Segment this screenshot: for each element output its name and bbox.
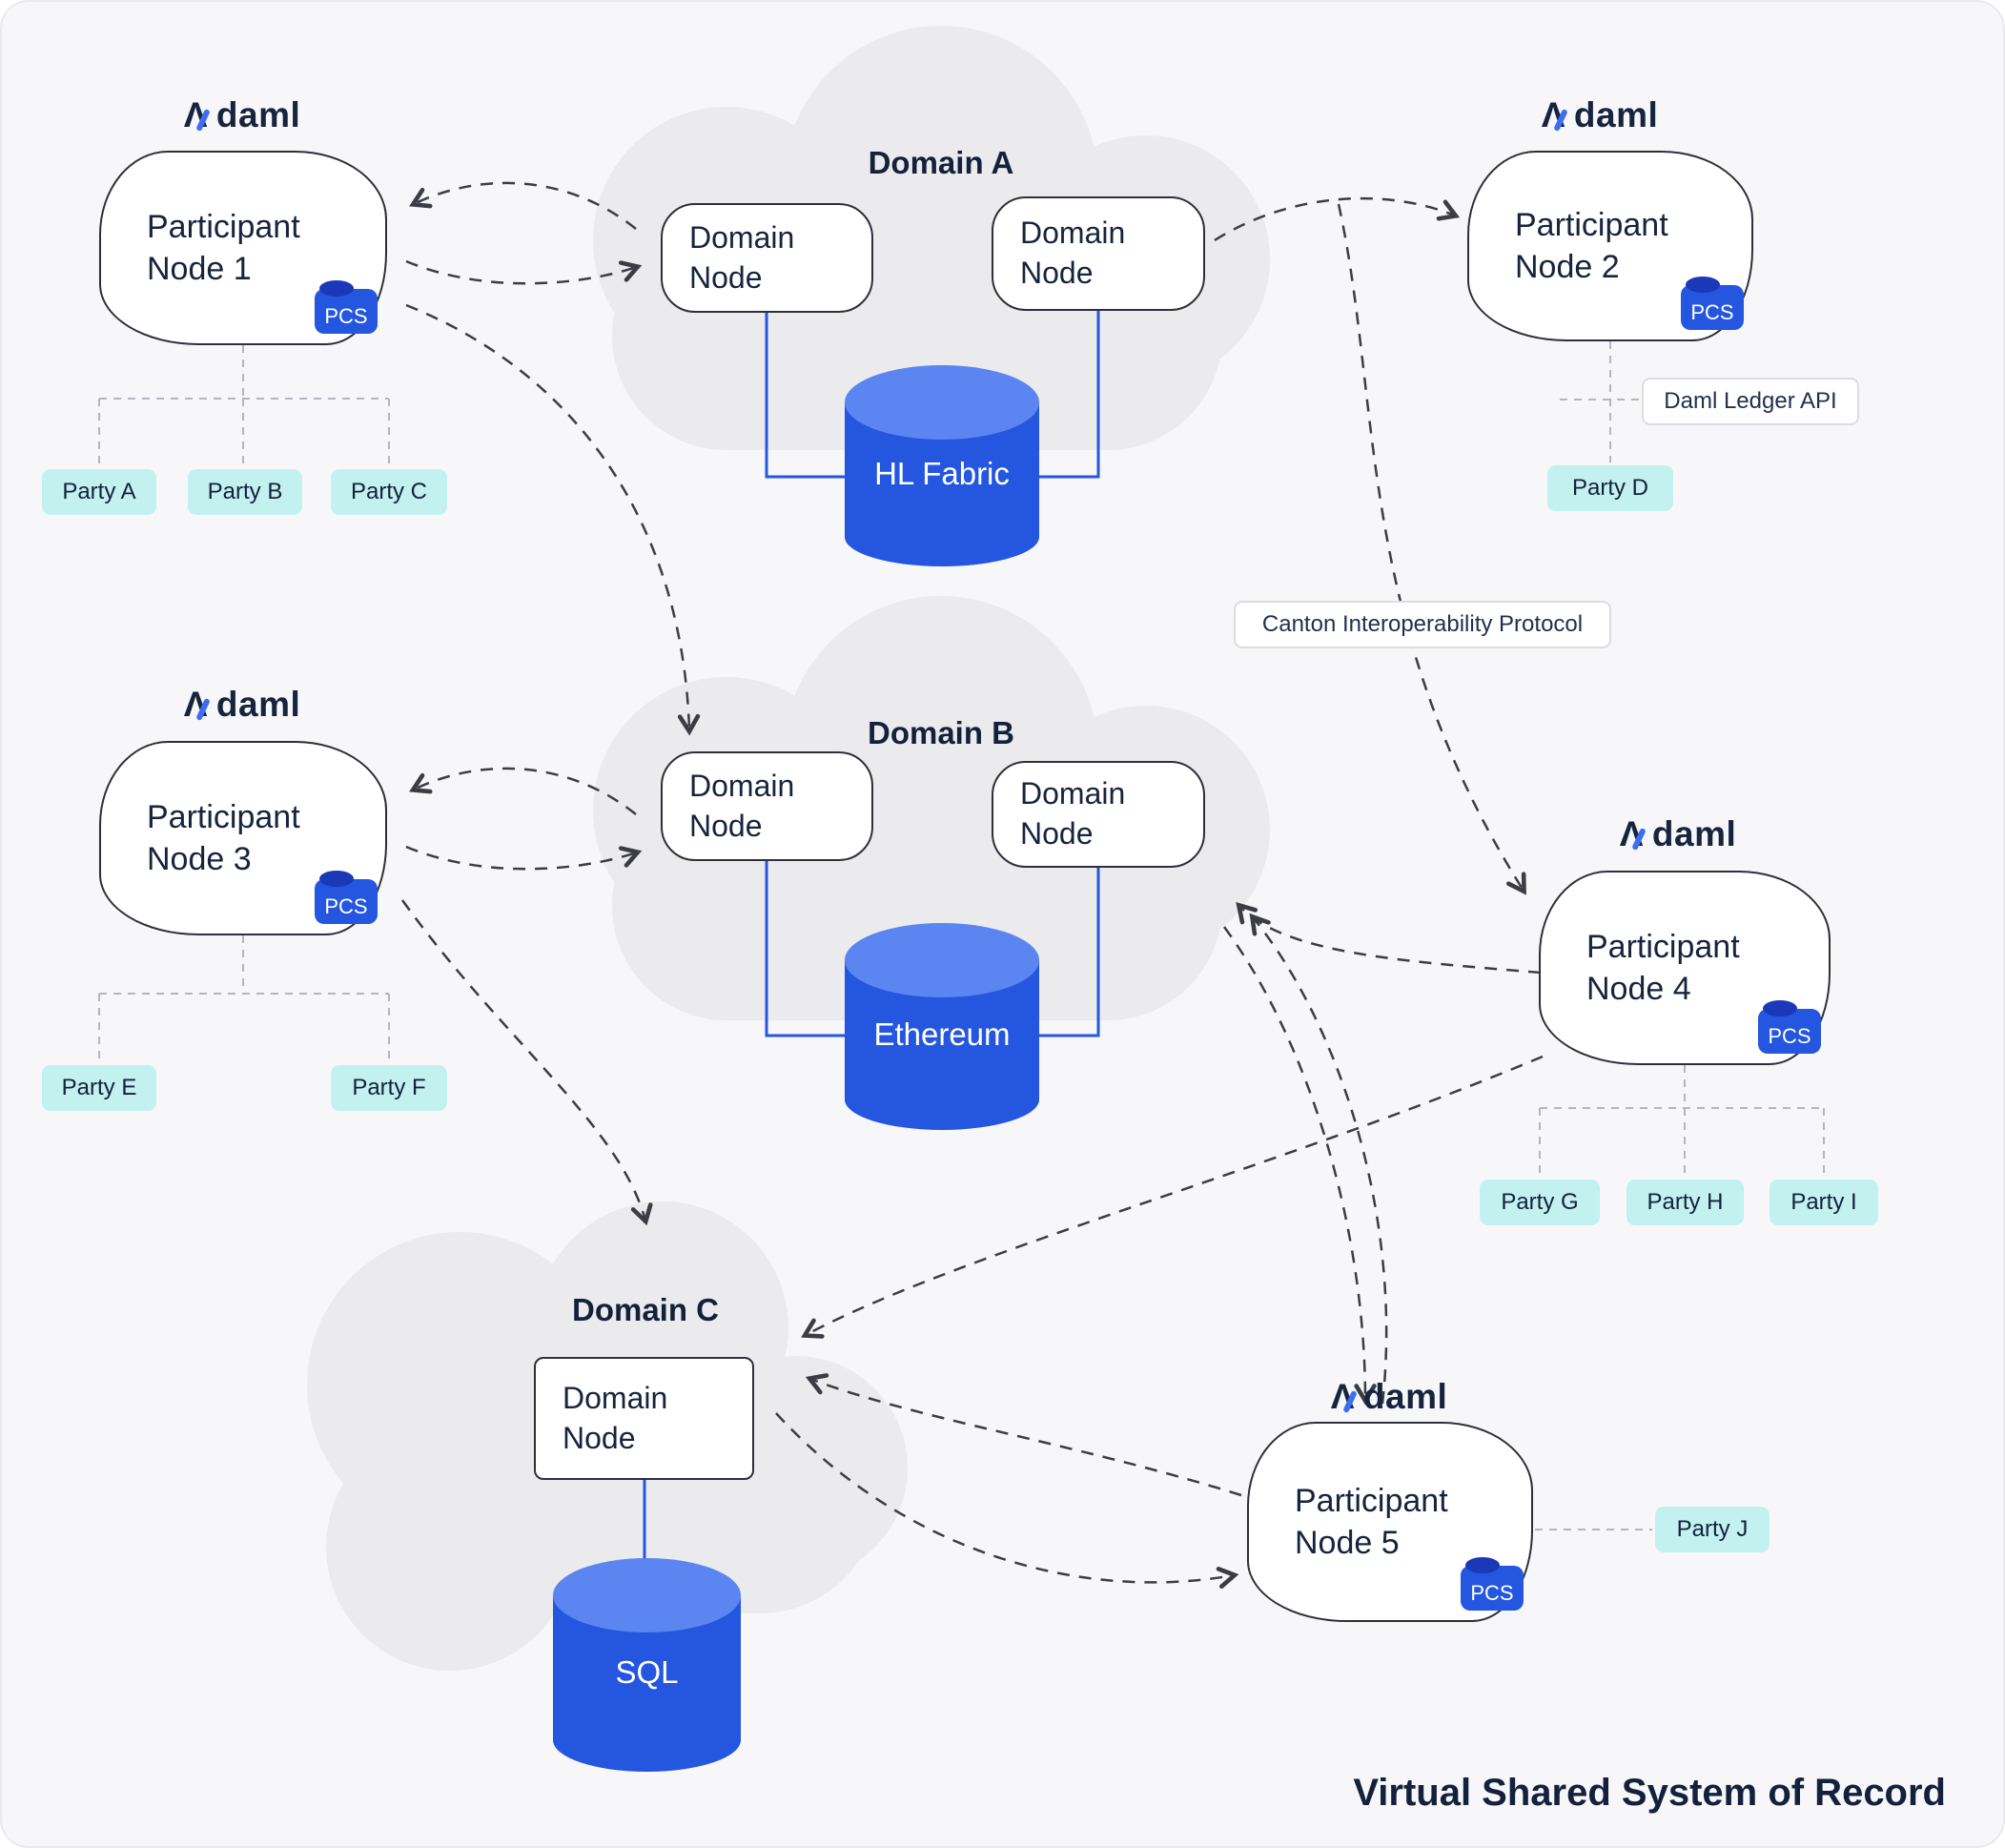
participant-node-1: Participant Node 1 PCS bbox=[99, 151, 387, 345]
participant-node-3: Participant Node 3 PCS bbox=[99, 741, 387, 935]
daml-logo-word: daml bbox=[1362, 1377, 1448, 1416]
party-chip-a: Party A bbox=[42, 469, 156, 515]
participant-node-label: Participant Node 2 bbox=[1515, 206, 1668, 285]
daml-logo-icon: Λ bbox=[1619, 814, 1644, 853]
domain-node-label: Domain Node bbox=[1020, 776, 1126, 851]
ledger-label: Ethereum bbox=[873, 1016, 1011, 1052]
party-chip-g: Party G bbox=[1480, 1180, 1600, 1225]
arrow-pn1-to-domain-a bbox=[405, 259, 643, 285]
arrow-pn4-to-domain-c bbox=[801, 1055, 1544, 1339]
daml-logo-icon: Λ bbox=[1541, 95, 1565, 134]
ledger-label: HL Fabric bbox=[874, 455, 1010, 491]
arrow-pn2-to-pn4-canton bbox=[1337, 203, 1526, 895]
daml-logo-word: daml bbox=[1573, 95, 1659, 134]
daml-logo-word: daml bbox=[1651, 814, 1737, 853]
participant-node-label: Participant Node 3 bbox=[147, 798, 300, 877]
domain-node-label: Domain Node bbox=[689, 768, 795, 843]
daml-logo-word: daml bbox=[215, 685, 301, 724]
daml-logo-icon: Λ bbox=[183, 685, 208, 724]
arrow-domain-b-to-pn3 bbox=[409, 767, 637, 815]
diagram-title: Virtual Shared System of Record bbox=[1353, 1772, 1946, 1814]
ledger-cylinder-hl-fabric: HL Fabric bbox=[845, 365, 1039, 566]
callout-canton-interoperability-protocol: Canton Interoperability Protocol bbox=[1234, 601, 1611, 648]
arrow-pn1-to-domain-b bbox=[405, 303, 701, 736]
wire-domain-b-node2-ledger bbox=[1035, 866, 1100, 1037]
party-chip-f: Party F bbox=[331, 1065, 447, 1111]
ledger-label: SQL bbox=[615, 1653, 679, 1690]
participant-node-label: Participant Node 1 bbox=[147, 208, 300, 287]
arrow-pn5-to-domain-b bbox=[1249, 913, 1388, 1405]
party-chip-d: Party D bbox=[1547, 465, 1673, 511]
party-chip-i: Party I bbox=[1770, 1180, 1878, 1225]
participant-node-4: Participant Node 4 PCS bbox=[1539, 871, 1831, 1065]
daml-logo-word: daml bbox=[215, 95, 301, 134]
domain-c-name: Domain C bbox=[571, 1292, 719, 1327]
arrow-domain-a-to-pn1 bbox=[409, 181, 637, 230]
wire-pn4-parties bbox=[1539, 1065, 1825, 1177]
domain-node-label: Domain Node bbox=[1020, 216, 1126, 290]
party-chip-b: Party B bbox=[188, 469, 302, 515]
arrow-pn3-to-domain-b bbox=[405, 845, 643, 871]
domain-b-node-2: Domain Node bbox=[992, 761, 1205, 868]
domain-a-name: Domain A bbox=[868, 145, 1014, 180]
arrow-pn4-to-domain-b bbox=[1236, 901, 1542, 975]
wire-domain-a-node1-ledger bbox=[765, 311, 849, 479]
party-chip-h: Party H bbox=[1627, 1180, 1744, 1225]
participant-node-label: Participant Node 5 bbox=[1295, 1482, 1448, 1561]
arrow-pn3-to-domain-c bbox=[400, 899, 653, 1226]
arrow-domain-a-to-pn2 bbox=[1214, 196, 1461, 242]
daml-logo-icon: Λ bbox=[1330, 1377, 1355, 1416]
wire-pn1-parties bbox=[98, 345, 390, 466]
domain-node-label: Domain Node bbox=[563, 1380, 668, 1455]
domain-a-node-2: Domain Node bbox=[992, 196, 1205, 311]
participant-node-2: Participant Node 2 PCS bbox=[1467, 151, 1753, 341]
wire-pn3-parties bbox=[98, 935, 390, 1062]
wire-domain-b-node1-ledger bbox=[765, 859, 849, 1037]
pcs-badge: PCS bbox=[315, 280, 378, 334]
participant-node-label: Participant Node 4 bbox=[1586, 928, 1740, 1007]
pcs-badge: PCS bbox=[1681, 277, 1744, 330]
callout-daml-ledger-api: Daml Ledger API bbox=[1642, 378, 1859, 425]
participant-node-5: Participant Node 5 PCS bbox=[1247, 1422, 1533, 1622]
pcs-badge: PCS bbox=[1461, 1557, 1524, 1611]
wire-domain-a-node2-ledger bbox=[1035, 309, 1100, 479]
wire-pn2-party-api bbox=[1560, 341, 1640, 462]
arrow-pn5-to-domain-c bbox=[805, 1373, 1242, 1497]
cylinder-top bbox=[553, 1558, 741, 1632]
domain-b-name: Domain B bbox=[867, 715, 1014, 750]
ledger-cylinder-ethereum: Ethereum bbox=[845, 923, 1039, 1130]
pcs-badge: PCS bbox=[315, 871, 378, 924]
cylinder-top bbox=[845, 923, 1039, 997]
domain-node-label: Domain Node bbox=[689, 219, 795, 295]
cylinder-top bbox=[845, 365, 1039, 440]
ledger-cylinder-sql: SQL bbox=[553, 1558, 741, 1772]
pcs-badge: PCS bbox=[1758, 1000, 1821, 1054]
domain-c-node: Domain Node bbox=[534, 1357, 754, 1480]
daml-logo-icon: Λ bbox=[183, 95, 208, 134]
party-chip-c: Party C bbox=[331, 469, 447, 515]
domain-b-node-1: Domain Node bbox=[661, 751, 873, 861]
domain-a-node-1: Domain Node bbox=[661, 203, 873, 313]
party-chip-j: Party J bbox=[1655, 1507, 1770, 1552]
arrow-domain-c-to-pn5 bbox=[775, 1412, 1239, 1590]
party-chip-e: Party E bbox=[42, 1065, 156, 1111]
arrow-domain-b-to-pn5 bbox=[1222, 926, 1377, 1406]
